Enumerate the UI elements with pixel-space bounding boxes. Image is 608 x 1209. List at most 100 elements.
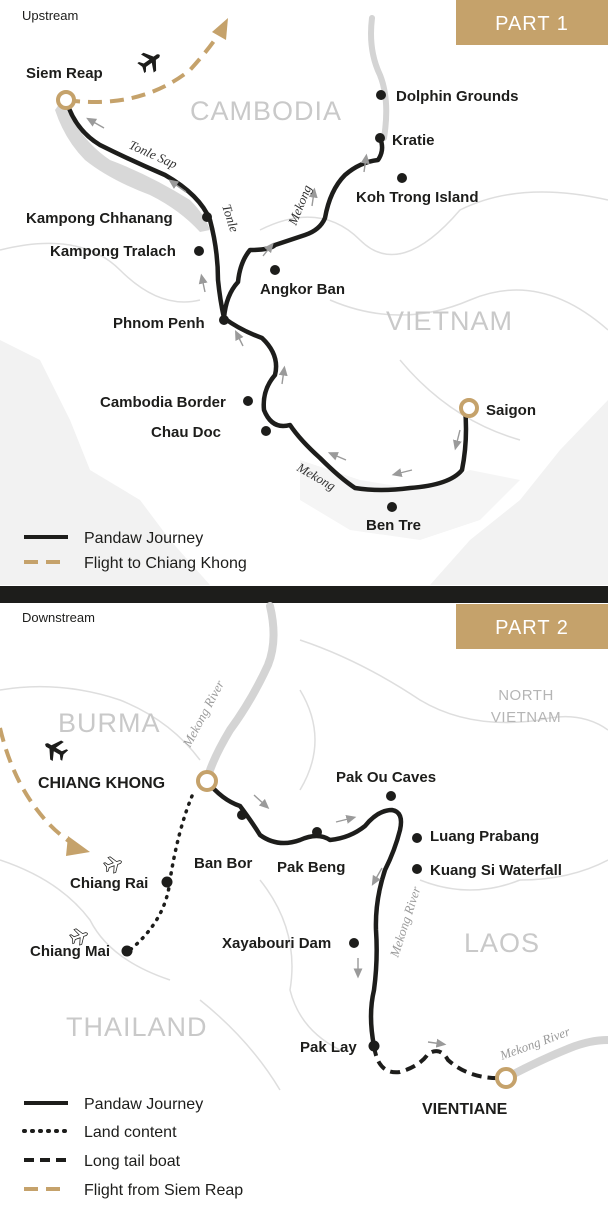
place-phnom-penh: Phnom Penh xyxy=(113,315,205,332)
river-label-mekong-north: Mekong xyxy=(284,182,314,228)
legend-label-land-content: Land content xyxy=(84,1124,177,1141)
place-siem-reap: Siem Reap xyxy=(26,65,103,82)
country-north-vietnam-line2: VIETNAM xyxy=(491,709,561,726)
stop-dot-icon xyxy=(376,90,386,100)
place-chiang-mai: Chiang Mai xyxy=(30,943,110,960)
stop-dot-icon xyxy=(375,133,385,143)
arrow-icon xyxy=(262,242,274,257)
arrow-icon xyxy=(278,365,288,385)
place-chau-doc: Chau Doc xyxy=(151,424,221,441)
arrow-icon xyxy=(234,329,244,347)
flight-arrowhead-part2 xyxy=(66,836,90,856)
direction-label-part1: Upstream xyxy=(22,8,78,23)
mekong-upper-river xyxy=(368,15,390,141)
arrow-icon xyxy=(168,179,187,193)
flight-to-chiang-khong xyxy=(65,30,222,104)
part2-badge xyxy=(456,604,608,649)
part1-badge-label: PART 1 xyxy=(495,13,569,35)
stop-dot-icon xyxy=(412,833,422,843)
place-ban-bor: Ban Bor xyxy=(194,855,253,872)
stop-dot-icon xyxy=(349,938,359,948)
arrow-icon xyxy=(86,117,105,129)
place-dolphin-grounds: Dolphin Grounds xyxy=(396,88,518,105)
place-pak-ou-caves: Pak Ou Caves xyxy=(336,769,436,786)
place-cambodia-border: Cambodia Border xyxy=(100,394,226,411)
mekong-river-grey xyxy=(203,602,278,784)
country-laos: LAOS xyxy=(464,928,540,958)
legend-part1: Pandaw Journey Flight to Chiang Khong xyxy=(24,530,247,572)
pandaw-route-part2 xyxy=(204,778,404,1049)
stop-dot-icon xyxy=(194,246,204,256)
legend-label-pandaw-journey: Pandaw Journey xyxy=(84,1096,203,1113)
stop-dot-icon xyxy=(368,1040,380,1052)
stop-dot-icon xyxy=(386,791,396,801)
land-content-route xyxy=(128,794,194,952)
stop-dot-icon xyxy=(121,945,133,957)
city-ring-icon xyxy=(56,90,76,110)
part2-badge-label: PART 2 xyxy=(495,617,569,639)
stop-dot-icon xyxy=(261,426,271,436)
stop-dot-icon xyxy=(387,502,397,512)
stop-dot-icon xyxy=(412,864,422,874)
place-angkor-ban: Angkor Ban xyxy=(260,281,345,298)
place-saigon: Saigon xyxy=(486,402,536,419)
arrow-icon xyxy=(308,187,318,207)
place-kampong-chhnang: Kampong Chhanang xyxy=(26,210,173,227)
sea-shading xyxy=(430,400,608,585)
river-label-mekong-east: Mekong River xyxy=(497,1023,573,1063)
border-lines xyxy=(0,191,608,441)
place-xayabouri-dam: Xayabouri Dam xyxy=(222,935,331,952)
country-vietnam: VIETNAM xyxy=(386,306,513,336)
place-koh-trong: Koh Trong Island xyxy=(356,189,479,206)
part1-map: CAMBODIA VIETNAM Tonle Sap Tonle Mekong … xyxy=(0,0,608,585)
place-pak-beng: Pak Beng xyxy=(277,859,345,876)
city-ring-icon xyxy=(196,770,218,792)
river-label-mekong-middle: Mekong River xyxy=(386,884,424,960)
stop-dot-icon xyxy=(202,212,212,222)
legend-label-flight: Flight from Siem Reap xyxy=(84,1182,243,1199)
country-thailand: THAILAND xyxy=(66,1012,208,1042)
stop-dot-icon xyxy=(270,265,280,275)
place-kampong-tralach: Kampong Tralach xyxy=(50,243,176,260)
country-burma: BURMA xyxy=(58,708,161,738)
river-label-tonle-sap: Tonle Sap xyxy=(127,137,180,172)
tonle-sap-lake xyxy=(55,100,210,232)
mekong-river-grey-east xyxy=(502,1036,608,1082)
country-north-vietnam-line1: NORTH xyxy=(498,687,554,704)
direction-arrows-part2 xyxy=(253,794,447,1048)
place-kratie: Kratie xyxy=(392,132,435,149)
legend-label-flight: Flight to Chiang Khong xyxy=(84,555,247,572)
arrow-icon xyxy=(253,794,270,810)
section-divider xyxy=(0,586,608,603)
arrow-icon xyxy=(427,1038,447,1048)
stop-dot-icon xyxy=(237,810,247,820)
place-pak-lay: Pak Lay xyxy=(300,1039,357,1056)
legend-part2: Pandaw Journey Land content Long tail bo… xyxy=(22,1096,243,1199)
stop-dot-icon xyxy=(397,173,407,183)
direction-label-part2: Downstream xyxy=(22,610,95,625)
arrow-icon xyxy=(371,867,383,886)
arrow-icon xyxy=(360,153,370,173)
place-chiang-khong: CHIANG KHONG xyxy=(38,775,165,792)
arrow-icon xyxy=(453,429,462,451)
part1-badge xyxy=(456,0,608,45)
place-chiang-rai: Chiang Rai xyxy=(70,875,148,892)
stop-dot-icon xyxy=(219,315,229,325)
stops-part2 xyxy=(121,791,422,1052)
arrow-icon xyxy=(327,452,347,461)
stop-dot-icon xyxy=(312,827,322,837)
river-label-tonle: Tonle xyxy=(219,202,242,234)
stop-dot-icon xyxy=(161,876,173,888)
city-ring-icon xyxy=(495,1067,517,1089)
place-vientiane: VIENTIANE xyxy=(422,1101,508,1118)
arrow-icon xyxy=(335,815,357,824)
legend-label-pandaw-journey: Pandaw Journey xyxy=(84,530,203,547)
land-shading xyxy=(0,340,210,585)
part2-map: BURMA NORTH VIETNAM LAOS THAILAND Mekong… xyxy=(0,602,608,1199)
airplane-icon xyxy=(39,734,71,766)
stop-dot-icon xyxy=(243,396,253,406)
arrow-icon xyxy=(198,273,208,293)
arrow-icon xyxy=(391,468,413,477)
